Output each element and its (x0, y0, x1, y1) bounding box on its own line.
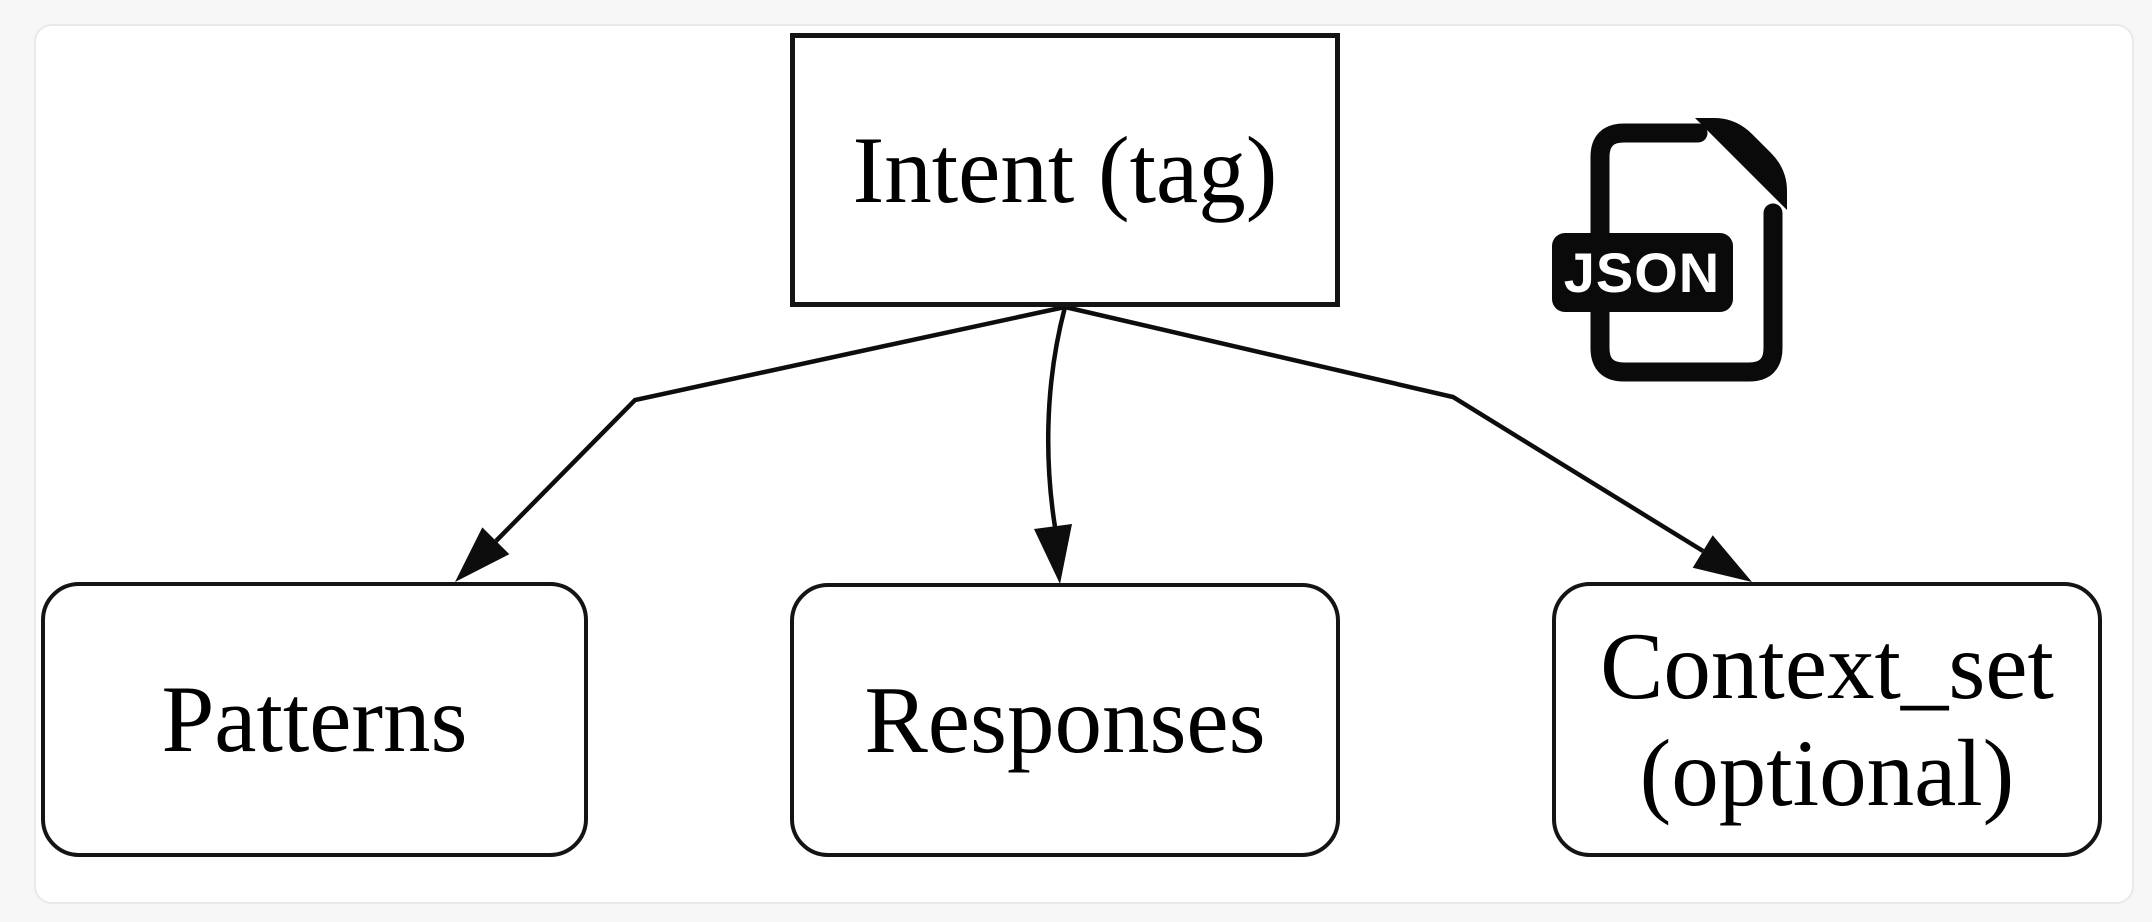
json-file-icon: JSON (1552, 118, 1787, 382)
patterns-node: Patterns (41, 582, 588, 857)
arrowhead-responses (1034, 524, 1072, 584)
json-icon-label: JSON (1564, 241, 1721, 304)
intent-node: Intent (tag) (790, 33, 1340, 307)
context-set-label-line2: (optional) (1639, 719, 2015, 826)
context-set-label-line1: Context_set (1600, 613, 2054, 720)
arrow-intent-to-patterns (455, 304, 1066, 582)
context-set-node-label: Context_set (optional) (1600, 613, 2054, 826)
arrowhead-context (1692, 535, 1752, 582)
patterns-node-label: Patterns (161, 666, 468, 773)
json-label-band (1552, 233, 1733, 312)
file-outline (1590, 123, 1783, 382)
context-set-node: Context_set (optional) (1552, 582, 2102, 857)
arrowhead-patterns (455, 527, 510, 582)
responses-node: Responses (790, 583, 1340, 857)
intent-node-label: Intent (tag) (852, 116, 1278, 223)
responses-node-label: Responses (864, 666, 1266, 773)
arrow-intent-to-context (1064, 304, 1752, 582)
arrow-intent-to-responses (1034, 306, 1072, 584)
file-fold-corner (1695, 118, 1787, 210)
